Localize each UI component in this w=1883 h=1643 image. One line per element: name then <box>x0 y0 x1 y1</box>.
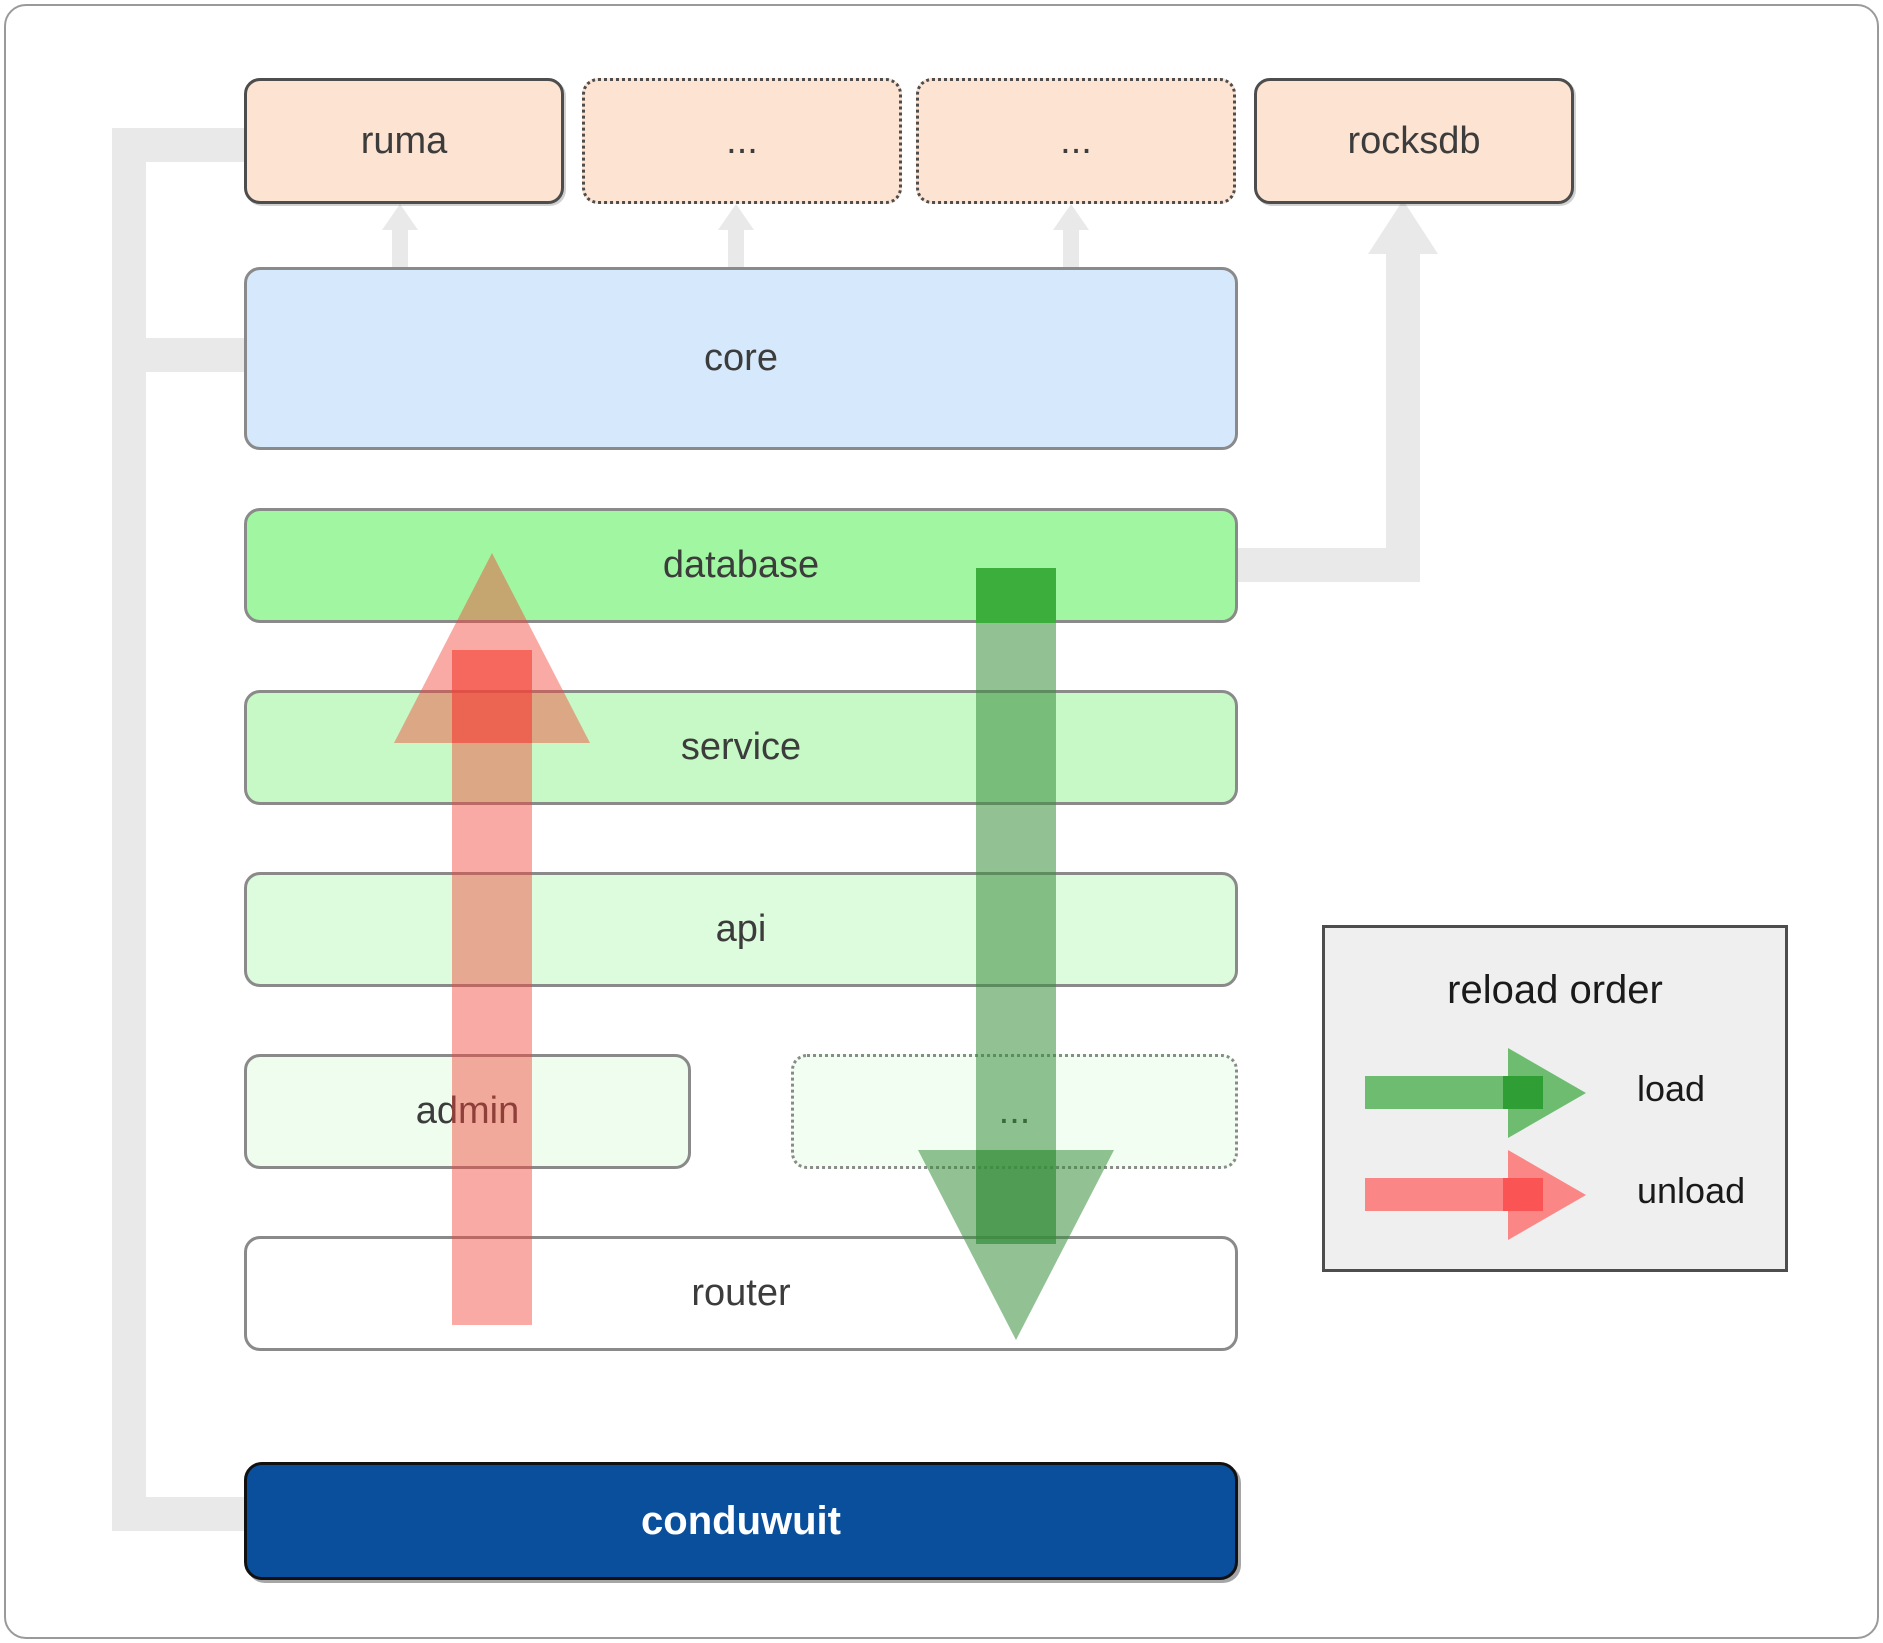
layer-box-service[interactable]: service <box>244 690 1238 805</box>
dependency-box-placeholder-2[interactable]: ... <box>916 78 1236 204</box>
connector-root-horizontal <box>112 1497 252 1531</box>
legend-unload-shaft <box>1365 1178 1525 1211</box>
connector-core-to-dep-3-stem <box>1063 222 1079 278</box>
dependency-box-rocksdb[interactable]: rocksdb <box>1254 78 1574 204</box>
legend-load-notch <box>1503 1076 1543 1109</box>
dependency-label-placeholder-2: ... <box>1060 119 1092 162</box>
connector-core-to-dep-2-stem <box>728 222 744 278</box>
layer-box-database[interactable]: database <box>244 508 1238 623</box>
layer-label-database: database <box>662 544 820 586</box>
layer-box-router[interactable]: router <box>244 1236 1238 1351</box>
legend-unload-notch <box>1503 1178 1543 1211</box>
connector-db-to-rocksdb-arrowhead <box>1368 200 1438 254</box>
layer-label-placeholder: ... <box>998 1090 1031 1132</box>
layer-box-admin[interactable]: admin <box>244 1054 691 1169</box>
layer-box-api[interactable]: api <box>244 872 1238 987</box>
layer-label-core: core <box>704 337 778 379</box>
layer-label-admin: admin <box>415 1090 520 1132</box>
root-box-conduwuit[interactable]: conduwuit <box>244 1462 1238 1580</box>
legend-unload-label: unload <box>1637 1170 1746 1211</box>
layer-box-placeholder[interactable]: ... <box>791 1054 1238 1169</box>
connector-core-to-dep-1-arrowhead <box>382 204 418 230</box>
connector-db-to-rocksdb-vertical <box>1386 250 1420 582</box>
legend-load-label: load <box>1637 1068 1706 1109</box>
layer-label-api: api <box>715 908 767 950</box>
layer-box-core[interactable]: core <box>244 267 1238 450</box>
dependency-box-ruma[interactable]: ruma <box>244 78 564 204</box>
dependency-label-ruma: ruma <box>360 119 448 162</box>
connector-left-trunk <box>112 128 146 1520</box>
dependency-box-placeholder-1[interactable]: ... <box>582 78 902 204</box>
legend-panel: reload order load unload <box>1322 925 1788 1272</box>
dependency-label-rocksdb: rocksdb <box>1347 119 1481 162</box>
connector-core-to-dep-3-arrowhead <box>1053 204 1089 230</box>
connector-core-to-dep-2-arrowhead <box>718 204 754 230</box>
legend-load-shaft <box>1365 1076 1525 1109</box>
root-label-conduwuit: conduwuit <box>641 1498 841 1543</box>
legend-title: reload order <box>1447 968 1663 1012</box>
layer-label-router: router <box>691 1272 791 1314</box>
connector-core-to-dep-1-stem <box>392 222 408 278</box>
layer-label-service: service <box>680 726 802 768</box>
dependency-label-placeholder-1: ... <box>726 119 758 162</box>
diagram-frame <box>4 4 1879 1639</box>
